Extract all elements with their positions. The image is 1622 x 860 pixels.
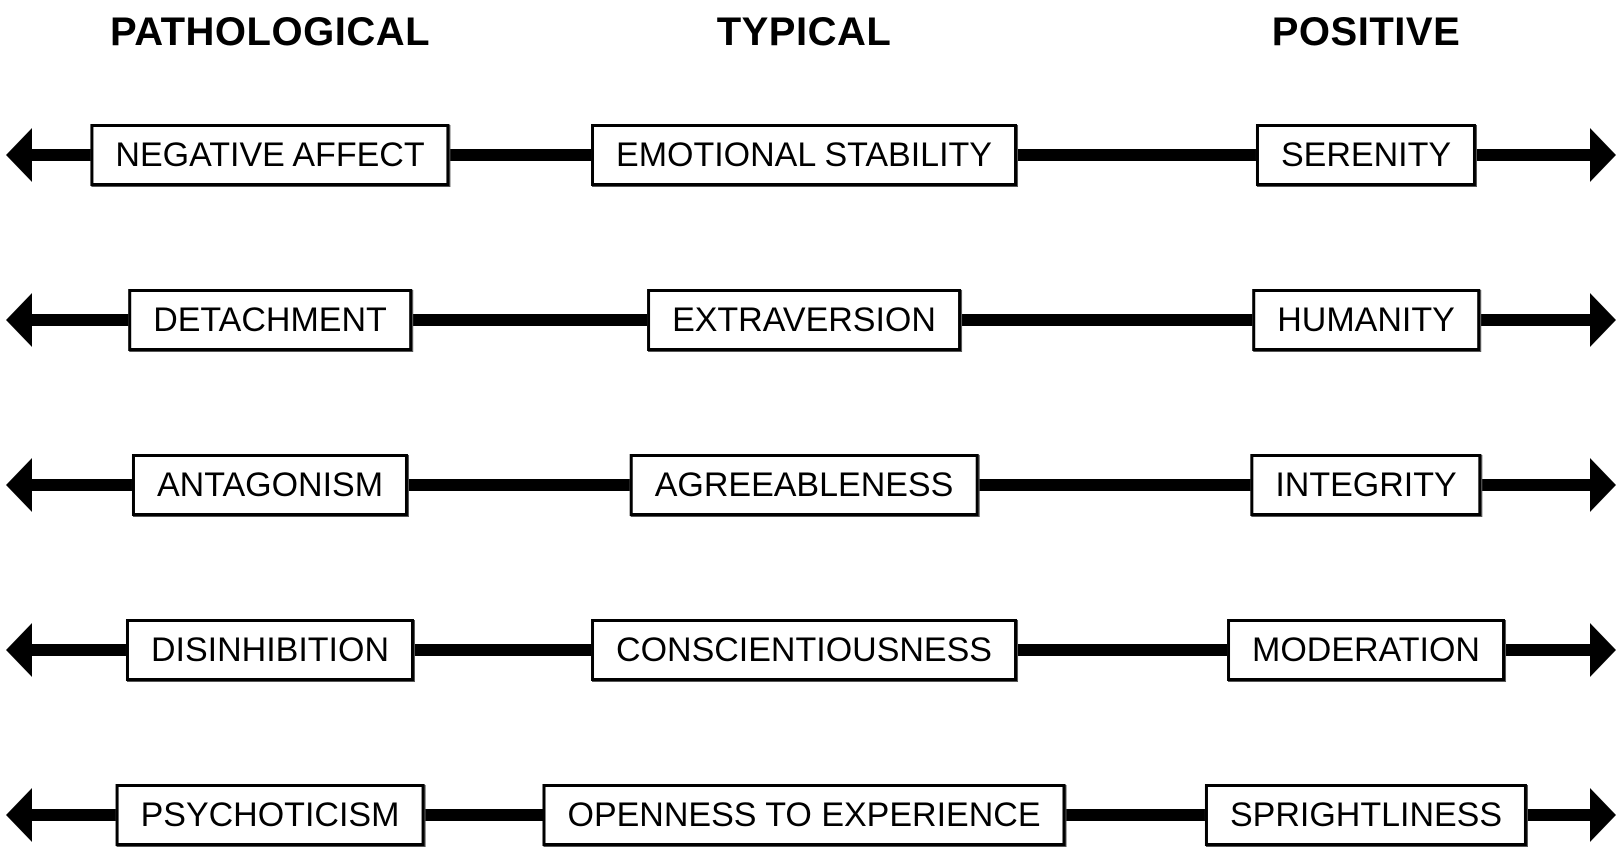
arrow-right-icon [1590,623,1616,677]
arrow-right-icon [1590,788,1616,842]
trait-box-positive: MODERATION [1227,619,1505,681]
column-header-pathological: PATHOLOGICAL [109,10,431,54]
trait-box-typical: EMOTIONAL STABILITY [591,124,1017,186]
column-header-typical: TYPICAL [716,10,892,54]
arrow-left-icon [6,623,32,677]
trait-box-positive: INTEGRITY [1250,454,1482,516]
column-header-positive: POSITIVE [1271,10,1461,54]
trait-box-pathological: ANTAGONISM [131,454,409,516]
arrow-right-icon [1590,293,1616,347]
trait-box-positive: SPRIGHTLINESS [1204,784,1528,846]
trait-box-pathological: DETACHMENT [128,289,412,351]
arrow-right-icon [1590,128,1616,182]
trait-box-typical: AGREEABLENESS [629,454,979,516]
arrow-left-icon [6,458,32,512]
trait-box-typical: OPENNESS TO EXPERIENCE [542,784,1066,846]
spectrum-row: PSYCHOTICISM OPENNESS TO EXPERIENCE SPRI… [0,770,1622,860]
arrow-right-icon [1590,458,1616,512]
spectrum-row: DISINHIBITION CONSCIENTIOUSNESS MODERATI… [0,605,1622,695]
trait-box-typical: EXTRAVERSION [647,289,961,351]
trait-box-pathological: DISINHIBITION [125,619,415,681]
spectrum-row: ANTAGONISM AGREEABLENESS INTEGRITY [0,440,1622,530]
trait-box-pathological: NEGATIVE AFFECT [90,124,450,186]
arrow-left-icon [6,788,32,842]
trait-box-typical: CONSCIENTIOUSNESS [591,619,1017,681]
trait-box-positive: HUMANITY [1252,289,1480,351]
arrow-left-icon [6,128,32,182]
trait-box-pathological: PSYCHOTICISM [115,784,425,846]
spectrum-row: DETACHMENT EXTRAVERSION HUMANITY [0,275,1622,365]
trait-box-positive: SERENITY [1255,124,1477,186]
arrow-left-icon [6,293,32,347]
spectrum-row: NEGATIVE AFFECT EMOTIONAL STABILITY SERE… [0,110,1622,200]
